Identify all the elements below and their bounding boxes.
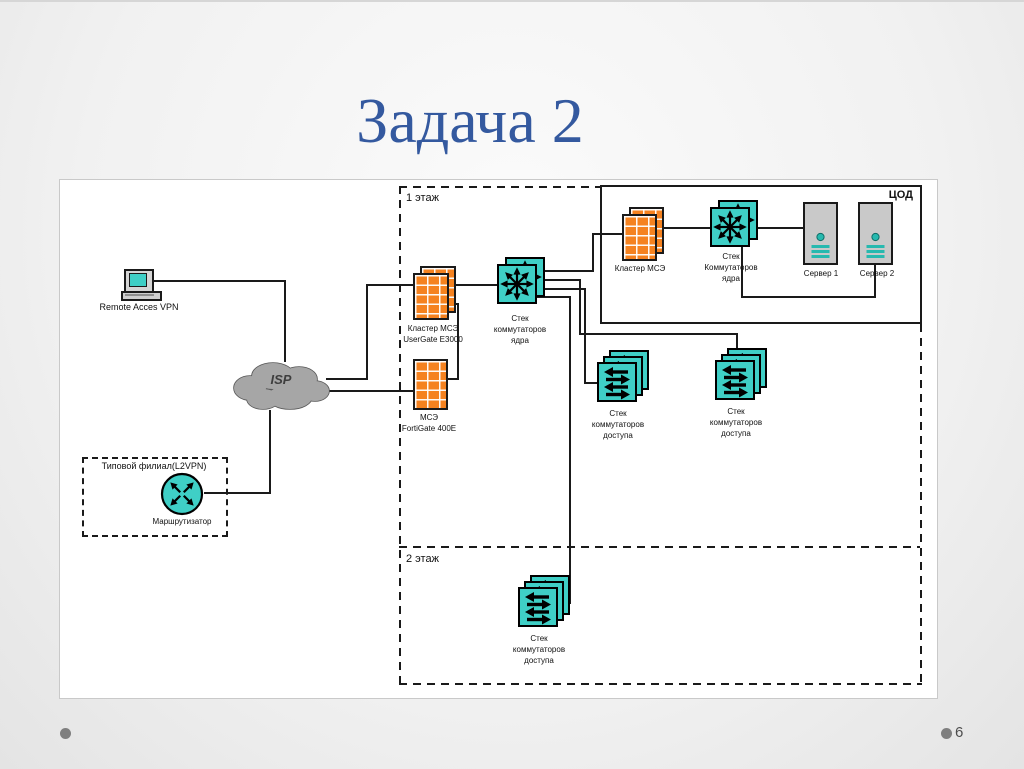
floor2-label: 2 этаж	[406, 553, 439, 565]
datacenter-box	[600, 185, 922, 324]
connector-line	[204, 492, 271, 494]
connector-line	[150, 280, 286, 282]
monitor-icon	[124, 269, 154, 293]
access-switch-stack-right	[715, 348, 767, 400]
connector-line	[741, 296, 876, 298]
access-left-label: Стек коммутаторов доступа	[591, 409, 645, 441]
connector-line	[736, 334, 738, 356]
slide-title: Задача 2	[356, 85, 584, 156]
connector-line	[749, 227, 805, 229]
multilayer-switch-icon	[497, 264, 537, 309]
workgroup-switch-icon	[715, 360, 755, 405]
floor2-area-bottom-border	[399, 683, 922, 685]
floor-divider	[399, 546, 920, 548]
dc-switch-label: Стек Коммутаторов ядра	[704, 252, 758, 284]
connector-line	[579, 280, 581, 335]
firewall-icon	[622, 214, 657, 261]
workgroup-switch-icon	[518, 587, 558, 632]
keyboard-icon	[121, 291, 162, 301]
core-switch-stack	[497, 257, 545, 304]
connector-line	[584, 289, 586, 384]
isp-cloud-icon	[230, 357, 332, 418]
connector-line	[536, 279, 581, 281]
remote-vpn-label: Remote Acces VPN	[99, 302, 179, 312]
branch-router-icon	[160, 472, 204, 521]
access-floor2-label: Стек коммутаторов доступа	[512, 634, 566, 666]
connector-line	[447, 284, 500, 286]
floor-area-right-border	[920, 324, 922, 685]
dc-firewall-cluster	[622, 207, 664, 261]
connector-line	[592, 233, 625, 235]
server2-icon	[858, 202, 893, 270]
page-number: 6	[955, 724, 964, 741]
server1-icon	[803, 202, 838, 270]
access-switch-stack-floor2	[518, 575, 570, 627]
isp-label: ISP	[270, 372, 292, 387]
access-switch-stack-left	[597, 350, 649, 402]
core-switch-label: Стек коммутаторов ядра	[493, 314, 547, 346]
footer-bullet-left	[60, 728, 71, 739]
connector-line	[457, 304, 459, 380]
dc-firewall-label: Кластер МСЭ	[614, 264, 666, 273]
connector-line	[536, 296, 571, 298]
connector-line	[569, 297, 571, 604]
multilayer-switch-icon	[710, 207, 750, 252]
floor1-label: 1 этаж	[406, 192, 439, 204]
connector-line	[284, 281, 286, 362]
connector-line	[592, 234, 594, 272]
fortigate-label: МСЭ FortiGate 400E	[401, 413, 457, 434]
branch-box	[82, 457, 228, 537]
connector-line	[874, 264, 876, 298]
connector-line	[536, 288, 586, 290]
server1-label: Сервер 1	[803, 269, 839, 278]
connector-line	[366, 284, 416, 286]
connector-line	[445, 378, 459, 380]
branch-title: Типовой филиал(L2VPN)	[101, 461, 207, 471]
dc-core-switch-stack	[710, 200, 758, 247]
connector-line	[536, 270, 594, 272]
usergate-firewall-cluster	[413, 266, 456, 320]
fortigate-firewall-icon	[413, 359, 448, 410]
connector-line	[584, 382, 600, 384]
connector-line	[741, 247, 743, 298]
connector-line	[269, 410, 271, 493]
server2-label: Сервер 2	[859, 269, 895, 278]
connector-line	[654, 227, 712, 229]
connector-line	[326, 390, 416, 392]
floor-area-left-border	[399, 186, 401, 685]
connector-line	[326, 378, 368, 380]
footer-bullet-right	[941, 728, 952, 739]
connector-line	[579, 333, 738, 335]
firewall-icon	[413, 273, 449, 320]
branch-router-label: Маршрутизатор	[152, 517, 212, 526]
usergate-label: Кластер МСЭ UserGate E3000	[403, 324, 463, 345]
connector-line	[366, 285, 368, 380]
workgroup-switch-icon	[597, 362, 637, 407]
datacenter-label: ЦОД	[888, 189, 913, 201]
floor1-area-top-border	[399, 186, 601, 188]
access-right-label: Стек коммутаторов доступа	[709, 407, 763, 439]
